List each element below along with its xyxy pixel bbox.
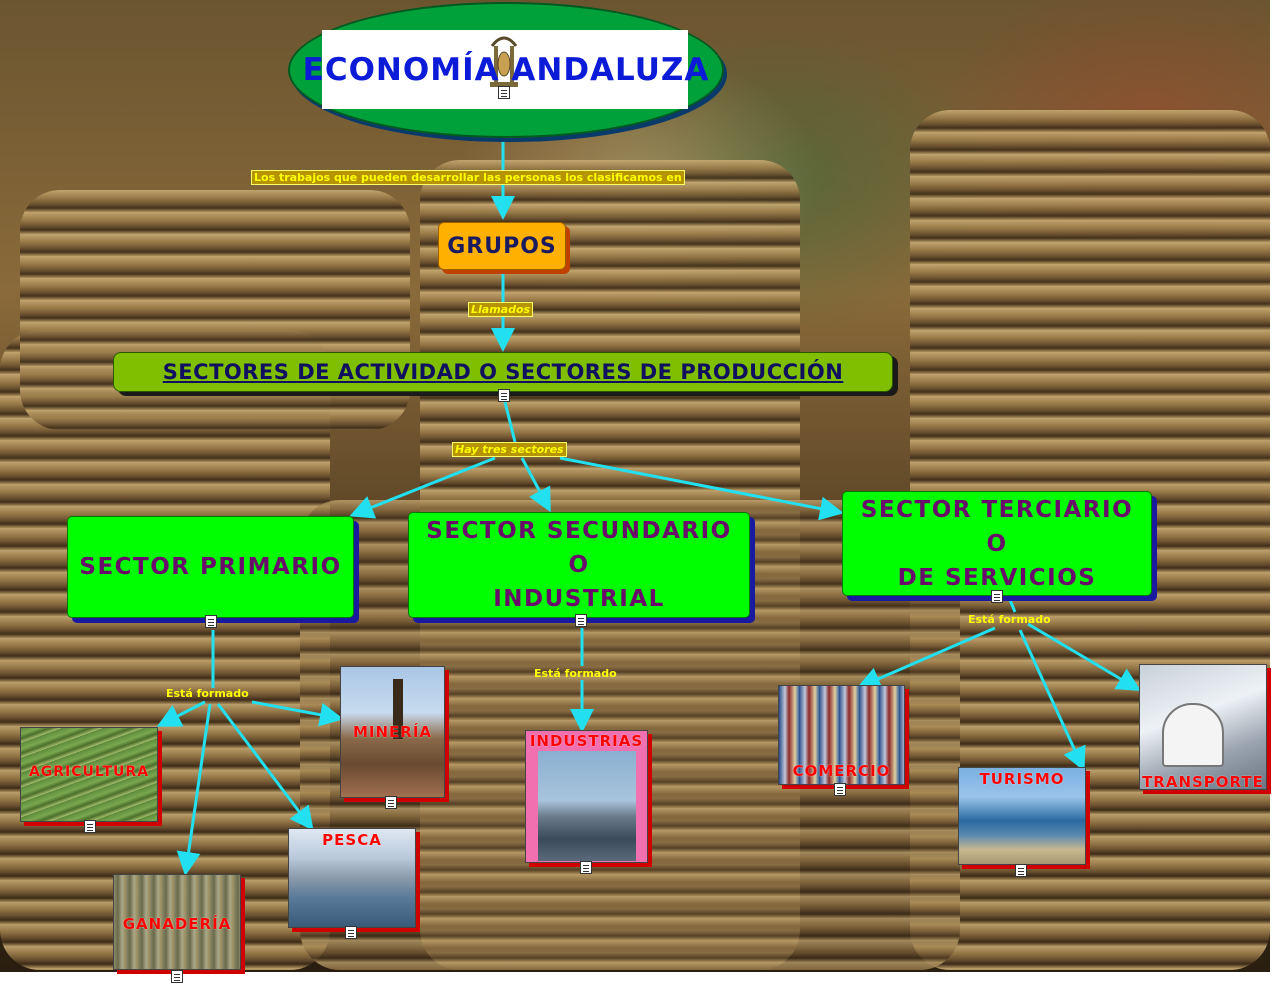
link-label-formado-terciario: Está formado	[968, 613, 1051, 626]
link-to-agricultura	[162, 702, 205, 724]
link-label-formado-primario: Está formado	[166, 687, 249, 700]
note-icon[interactable]	[498, 86, 510, 99]
turismo-image-node[interactable]: TURISMO	[958, 767, 1086, 865]
sector-primario-node[interactable]: SECTOR PRIMARIO	[67, 516, 354, 618]
link-to-secundario	[522, 458, 548, 507]
sector-secundario-line-1: SECTOR SECUNDARIO	[426, 514, 731, 548]
transporte-image-node[interactable]: TRANSPORTE	[1139, 664, 1267, 790]
industrias-photo	[538, 751, 636, 861]
link-label-clasificamos: Los trabajos que pueden desarrollar las …	[251, 170, 685, 185]
title-text: ECONOMÍA ANDALUZA	[290, 52, 722, 88]
agricultura-label: AGRICULTURA	[21, 764, 157, 780]
note-icon[interactable]	[205, 615, 217, 628]
train-icon	[1162, 703, 1224, 767]
sectores-node[interactable]: SECTORES DE ACTIVIDAD O SECTORES DE PROD…	[113, 352, 893, 392]
industrias-label: INDUSTRIAS	[526, 732, 647, 750]
link-terciario-formado	[1010, 600, 1015, 612]
note-icon[interactable]	[575, 614, 587, 627]
link-to-primario	[355, 458, 495, 514]
sector-secundario-node[interactable]: SECTOR SECUNDARIO O INDUSTRIAL	[408, 512, 750, 618]
sector-primario-label: SECTOR PRIMARIO	[79, 550, 341, 584]
link-label-hay-tres-sectores: Hay tres sectores	[452, 442, 567, 457]
note-icon[interactable]	[580, 861, 592, 874]
transporte-label: TRANSPORTE	[1140, 773, 1266, 790]
note-icon[interactable]	[385, 796, 397, 809]
pesca-image-node[interactable]: PESCA	[288, 828, 416, 928]
mineria-image-node[interactable]: MINERÍA	[340, 666, 445, 798]
link-to-terciario	[560, 458, 838, 512]
note-icon[interactable]	[991, 590, 1003, 603]
sector-secundario-line-2: O	[568, 548, 589, 582]
note-icon[interactable]	[84, 820, 96, 833]
title-node[interactable]: ECONOMÍA ANDALUZA	[288, 2, 724, 138]
mineria-label: MINERÍA	[341, 723, 444, 741]
link-to-mineria	[252, 702, 338, 718]
comercio-label: COMERCIO	[779, 762, 904, 780]
grupos-node[interactable]: GRUPOS	[438, 222, 566, 270]
industrias-image-node[interactable]: INDUSTRIAS	[525, 730, 648, 863]
agricultura-image-node[interactable]: AGRICULTURA	[20, 727, 158, 822]
link-to-transporte	[1028, 624, 1136, 688]
link-label-formado-secundario: Está formado	[534, 667, 617, 680]
note-icon[interactable]	[498, 389, 510, 402]
sector-terciario-line-1: SECTOR TERCIARIO	[861, 493, 1133, 527]
sectores-label: SECTORES DE ACTIVIDAD O SECTORES DE PROD…	[163, 360, 844, 384]
link-to-ganaderia	[186, 704, 210, 870]
note-icon[interactable]	[834, 783, 846, 796]
ganaderia-image-node[interactable]: GANADERÍA	[113, 874, 241, 970]
note-icon[interactable]	[345, 926, 357, 939]
comercio-image-node[interactable]: COMERCIO	[778, 685, 905, 785]
link-sectores-label	[505, 402, 515, 442]
sector-terciario-node[interactable]: SECTOR TERCIARIO O DE SERVICIOS	[842, 491, 1152, 596]
link-label-llamados: Llamados	[468, 302, 533, 317]
note-icon[interactable]	[171, 970, 183, 983]
grupos-label: GRUPOS	[447, 234, 557, 259]
link-to-comercio	[862, 628, 995, 686]
link-to-pesca	[218, 704, 310, 826]
sector-terciario-line-2: O	[986, 527, 1007, 561]
pesca-label: PESCA	[289, 831, 415, 849]
ganaderia-label: GANADERÍA	[114, 915, 240, 933]
turismo-label: TURISMO	[959, 770, 1085, 788]
sector-secundario-line-3: INDUSTRIAL	[493, 582, 665, 616]
note-icon[interactable]	[1015, 864, 1027, 877]
